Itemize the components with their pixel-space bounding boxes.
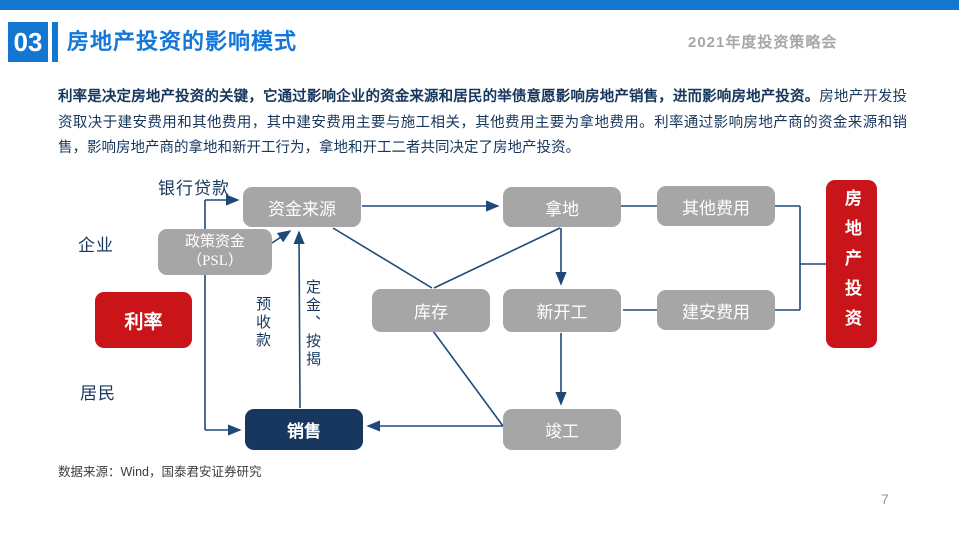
- node-sales: 销售: [245, 409, 363, 450]
- summary-bold-text: 利率是决定房地产投资的关键，它通过影响企业的资金来源和居民的举债意愿影响房地产销…: [58, 89, 820, 105]
- node-funding-source: 资金来源: [243, 187, 361, 227]
- top-bar: [0, 0, 959, 10]
- label-advance-payment: 预收款: [254, 296, 270, 350]
- node-real-estate-investment-text: 房地产投资: [842, 189, 861, 339]
- label-enterprise: 企业: [78, 236, 114, 255]
- line-inventory-to-junction: [432, 330, 504, 427]
- data-source-note: 数据来源：Wind，国泰君安证券研究: [58, 465, 262, 479]
- arrow-psl-to-funding: [271, 230, 292, 244]
- page-title: 房地产投资的影响模式: [67, 29, 298, 54]
- node-new-starts: 新开工: [503, 289, 621, 332]
- section-number: 03: [8, 22, 48, 62]
- line-funding-to-inventory: [332, 227, 433, 289]
- node-other-fees: 其他费用: [657, 186, 775, 226]
- title-accent-bar: [52, 22, 58, 62]
- node-construction-fees: 建安费用: [657, 290, 775, 330]
- arrow-sales-to-funding: [293, 230, 305, 409]
- line-land-to-inventory: [433, 227, 561, 289]
- node-policy-funds-psl: 政策资金 （PSL）: [158, 229, 272, 275]
- label-deposit-mortgage: 定金、按揭: [304, 279, 320, 369]
- label-residents: 居民: [80, 384, 116, 403]
- summary-paragraph: 利率是决定房地产投资的关键，它通过影响企业的资金来源和居民的举债意愿影响房地产销…: [58, 85, 907, 162]
- page-number: 7: [881, 491, 889, 507]
- node-inventory: 库存: [372, 289, 490, 332]
- node-land-acquisition: 拿地: [503, 187, 621, 227]
- summary-regular-text: 房地产开发投资取决于建安费用和其他费用，其中建安费用主要与施工相关，其他费用主要…: [58, 89, 907, 156]
- node-interest-rate: 利率: [95, 292, 192, 348]
- label-bank-loans: 银行贷款: [158, 179, 230, 198]
- node-completion: 竣工: [503, 409, 621, 450]
- node-real-estate-investment: 房地产投资: [826, 180, 877, 348]
- event-name: 2021年度投资策略会: [688, 34, 838, 51]
